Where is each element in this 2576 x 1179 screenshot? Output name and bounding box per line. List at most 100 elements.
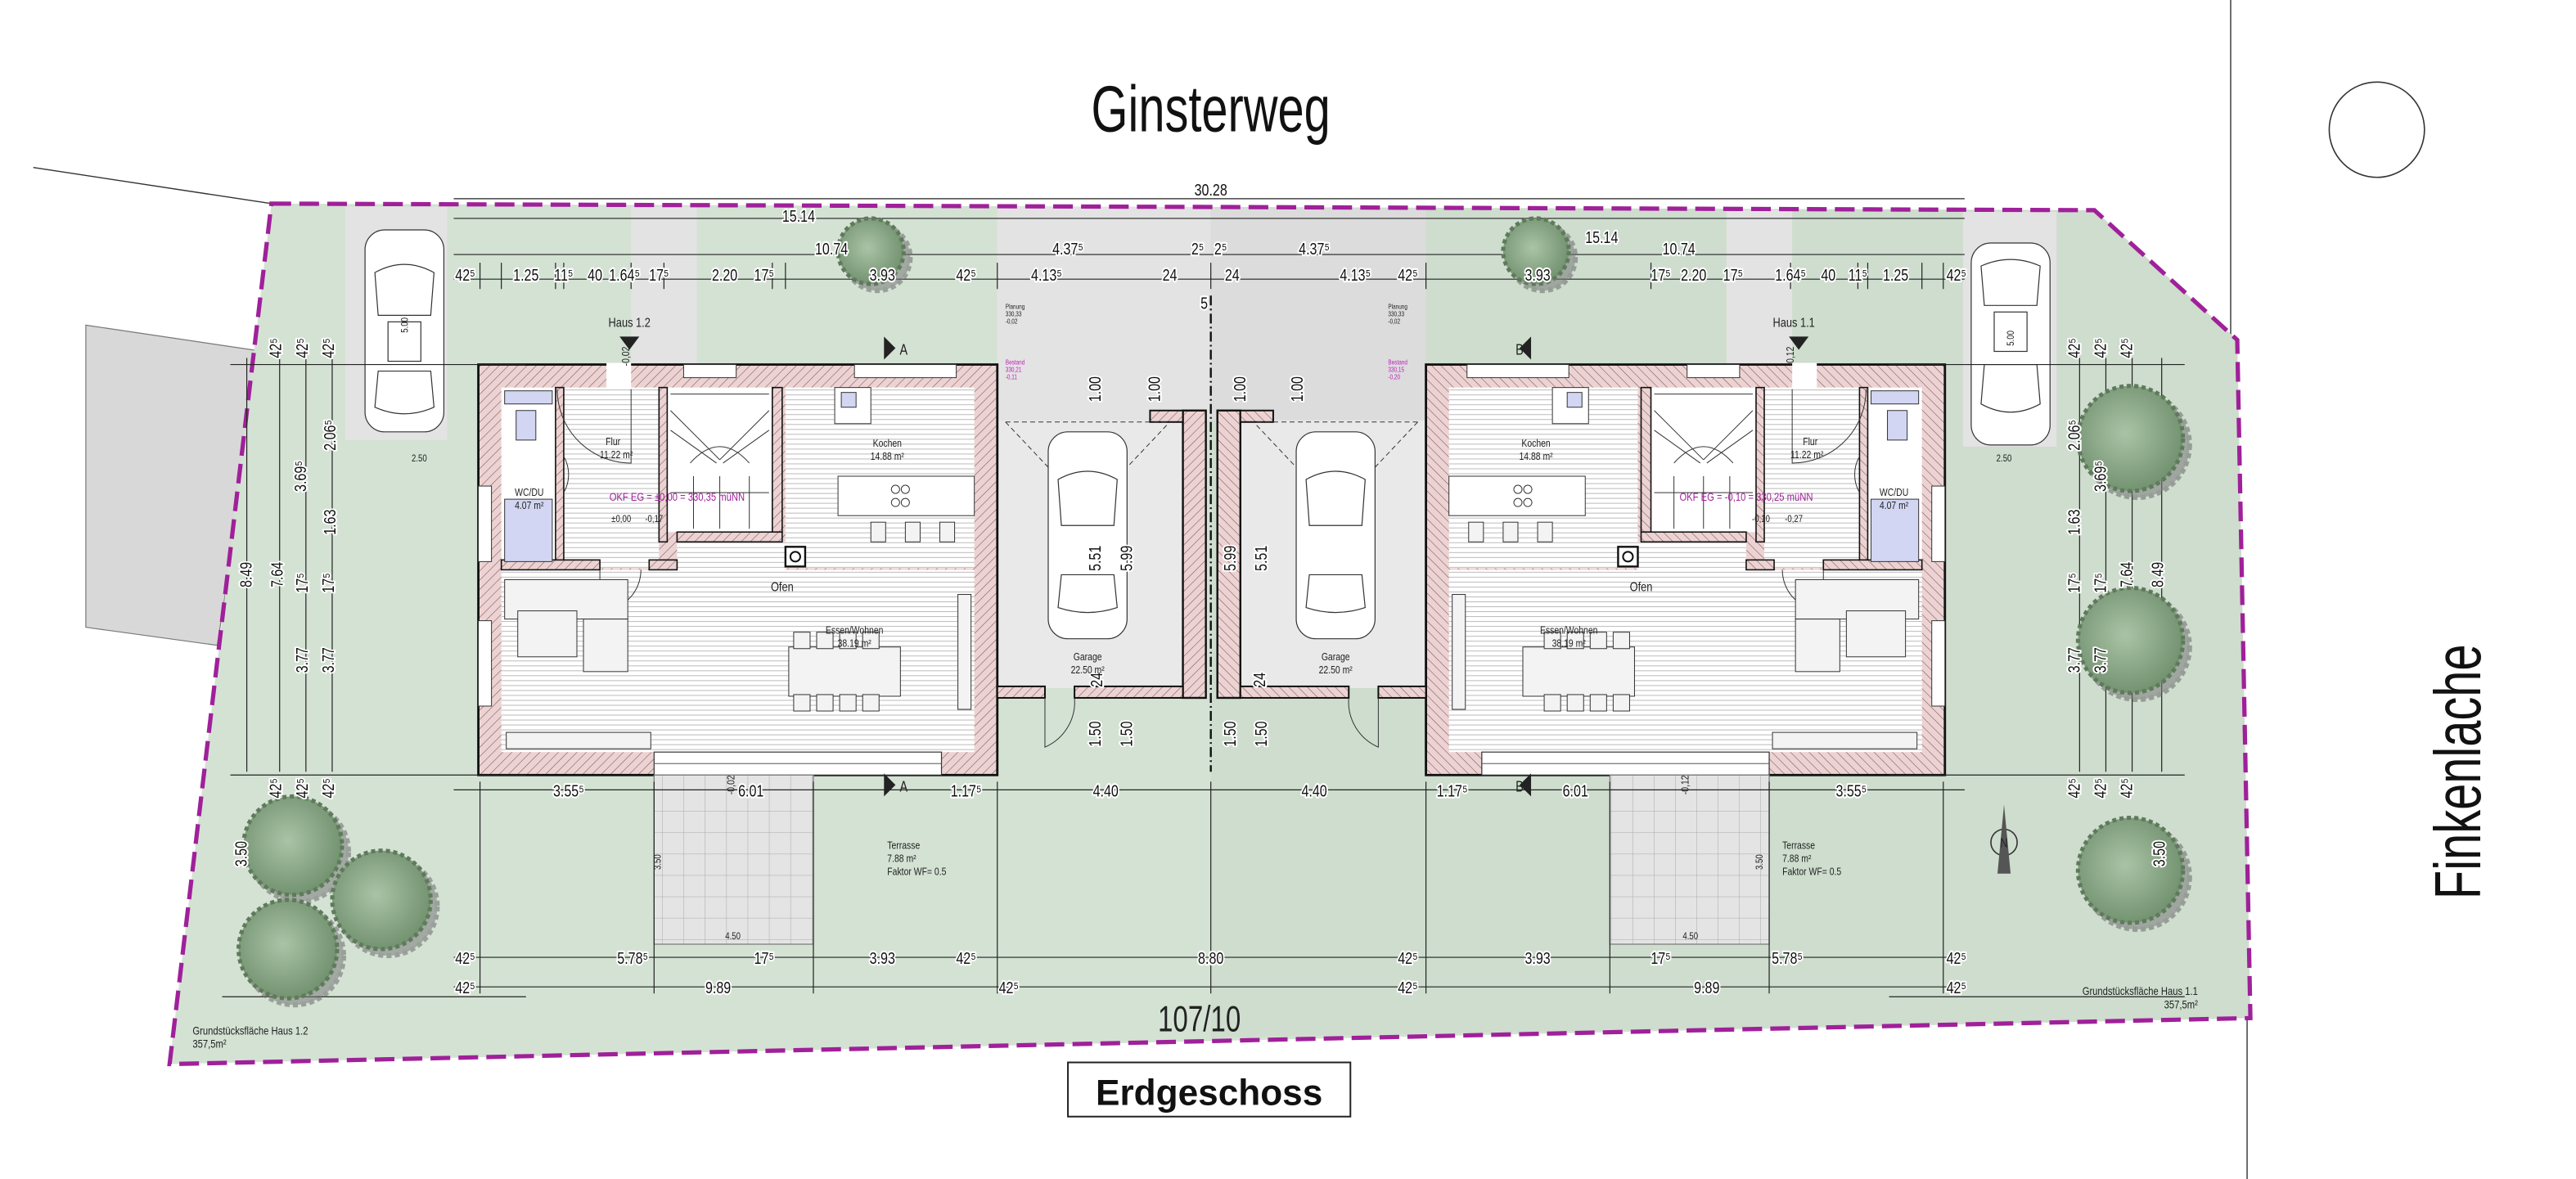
dimension-label: 17⁵ xyxy=(2092,573,2110,593)
dimension-label: 2⁵ xyxy=(1214,240,1227,258)
dimension-label: 4.37⁵ xyxy=(1299,240,1330,258)
room-name-flur: Flur xyxy=(606,435,620,448)
dimension-label: 1.00 xyxy=(1087,376,1105,402)
dimension-label: 1.17⁵ xyxy=(951,782,982,800)
dimension-label: 4.40 xyxy=(1301,782,1326,800)
north-arrow-icon xyxy=(1990,804,2018,874)
dimension-label: 17⁵ xyxy=(754,949,775,967)
level-tag-type: Bestand xyxy=(1006,358,1025,367)
dimension-label: 42⁵ xyxy=(2065,338,2083,358)
dimension-label: 11⁵ xyxy=(554,267,573,285)
dimension-label: 1.50 xyxy=(1221,722,1239,747)
trees xyxy=(236,216,2192,1008)
dimension-label: 15.14 xyxy=(1585,228,1618,246)
dimension-label: 1.25 xyxy=(1883,267,1908,285)
dimension-label: 3.50 xyxy=(232,841,250,866)
room-area-wc: 4.07 m² xyxy=(1880,499,1908,511)
dimension-label: 42⁵ xyxy=(2118,778,2136,799)
dimension-label: 3.69⁵ xyxy=(291,461,309,492)
level-tag-value: 330,33 xyxy=(1388,310,1404,318)
dimension-label: 2.20 xyxy=(712,267,737,285)
parking-length-label: 5.00 xyxy=(2006,331,2016,346)
room-name-wohnen: Essen/Wohnen xyxy=(826,624,883,637)
room-name-kochen: Kochen xyxy=(873,437,902,449)
room-name-terrasse: Terrasse xyxy=(1782,839,1815,851)
okf-level-label: OKF EG = ±0,00 = 330,35 müNN xyxy=(610,490,745,504)
dimension-label: 42⁵ xyxy=(2092,338,2110,358)
dimension-label: 1.00 xyxy=(1146,376,1164,402)
level-tag-value: 330,21 xyxy=(1006,366,1022,374)
dimension-label: 42⁵ xyxy=(267,778,285,799)
turning-circle xyxy=(2328,81,2425,178)
room-area-flur: 11.22 m² xyxy=(1790,448,1823,461)
room-name-wc: WC/DU xyxy=(515,486,543,498)
parcel-number: 107/10 xyxy=(1158,1000,1241,1040)
plan-title: Erdgeschoss xyxy=(1096,1073,1322,1114)
north-arrow-label: N xyxy=(2000,836,2007,851)
dimension-label: 17⁵ xyxy=(649,267,669,285)
dimension-label: 17⁵ xyxy=(1651,267,1671,285)
dimension-label: 8.80 xyxy=(1198,949,1223,967)
dimension-label: 3.93 xyxy=(870,949,895,967)
parking-width-label: 2.50 xyxy=(412,453,427,464)
dimension-label: 42⁵ xyxy=(319,778,337,799)
level-label: -0,17 xyxy=(645,514,663,524)
dimension-label: 3.55⁵ xyxy=(1835,782,1867,800)
room-area-wohnen: 38.19 m² xyxy=(838,637,871,650)
dimension-label: 4.13⁵ xyxy=(1031,267,1062,285)
level-tag-value: 330,33 xyxy=(1006,310,1022,318)
garage-forecourt-right xyxy=(1210,208,1426,421)
dimension-label: 40 xyxy=(1821,267,1835,285)
tree-icon xyxy=(835,216,913,294)
dimension-label: 7.64 xyxy=(2118,562,2136,587)
dimension-label: 9.89 xyxy=(1694,979,1719,997)
dimension-label: 3.55⁵ xyxy=(553,782,584,800)
street-name-east: Finkenlache xyxy=(2421,644,2495,899)
room-area-kochen: 14.88 m² xyxy=(871,450,904,462)
dimension-label: 17⁵ xyxy=(293,573,311,593)
tree-icon xyxy=(1501,216,1578,294)
dimension-label: 17⁵ xyxy=(1723,267,1744,285)
neighbor-boundary-line xyxy=(33,167,272,205)
dimension-label: 8.49 xyxy=(2149,562,2167,587)
room-area-terrasse: 7.88 m² xyxy=(887,853,916,865)
dimension-label: 42⁵ xyxy=(455,267,475,285)
room-area-terrasse: 7.88 m² xyxy=(1782,853,1811,865)
dimension-label: 6.01 xyxy=(1563,782,1588,800)
dimension-label: 3.77 xyxy=(319,647,337,673)
room-area-kochen: 14.88 m² xyxy=(1519,450,1552,462)
title-box xyxy=(1067,1061,1352,1118)
plot-area-value: 357,5m² xyxy=(192,1037,226,1051)
room-name-wohnen: Essen/Wohnen xyxy=(1540,624,1597,637)
room-name-kochen: Kochen xyxy=(1521,437,1550,449)
dimension-label: 24 xyxy=(1250,673,1268,687)
dimension-label: 3.69⁵ xyxy=(2092,461,2110,492)
house-name-label: Haus 1.1 xyxy=(1772,316,1814,331)
dimension-label: 24 xyxy=(1088,673,1106,687)
plot-area-value: 357,5m² xyxy=(2164,997,2198,1011)
level-tag-type: Planung xyxy=(1388,303,1407,311)
plot-area-label: Grundstücksfläche Haus 1.1 xyxy=(2083,984,2198,998)
dimension-label: 5.99 xyxy=(1221,546,1239,571)
dimension-label: 30.28 xyxy=(1195,181,1227,199)
room-area-wohnen: 38.19 m² xyxy=(1552,637,1586,650)
dimension-label: 42⁵ xyxy=(1947,267,1967,285)
section-marker-label: A xyxy=(900,342,908,358)
level-tag-delta: -0,20 xyxy=(1388,373,1400,381)
tree-icon xyxy=(2075,815,2192,932)
dimension-label: 1.00 xyxy=(1288,376,1306,402)
dimension-label: 42⁵ xyxy=(293,778,311,799)
garage-forecourt-left xyxy=(997,206,1211,421)
dimension-label: 1.63 xyxy=(321,510,339,535)
dimension-label: 24 xyxy=(1163,267,1178,285)
dimension-label: 42⁵ xyxy=(956,267,976,285)
terrace-depth-label: 3.50 xyxy=(652,854,663,870)
room-name-garage: Garage xyxy=(1322,650,1350,663)
dimension-label: 1.50 xyxy=(1087,722,1105,747)
dimension-label: 1.17⁵ xyxy=(1437,782,1468,800)
parking-width-label: 2.50 xyxy=(1997,453,2012,464)
tree-icon xyxy=(241,794,352,904)
level-label: -0,27 xyxy=(1785,514,1803,524)
dimension-label: 10.74 xyxy=(1663,240,1696,258)
tree-icon xyxy=(2075,384,2192,501)
